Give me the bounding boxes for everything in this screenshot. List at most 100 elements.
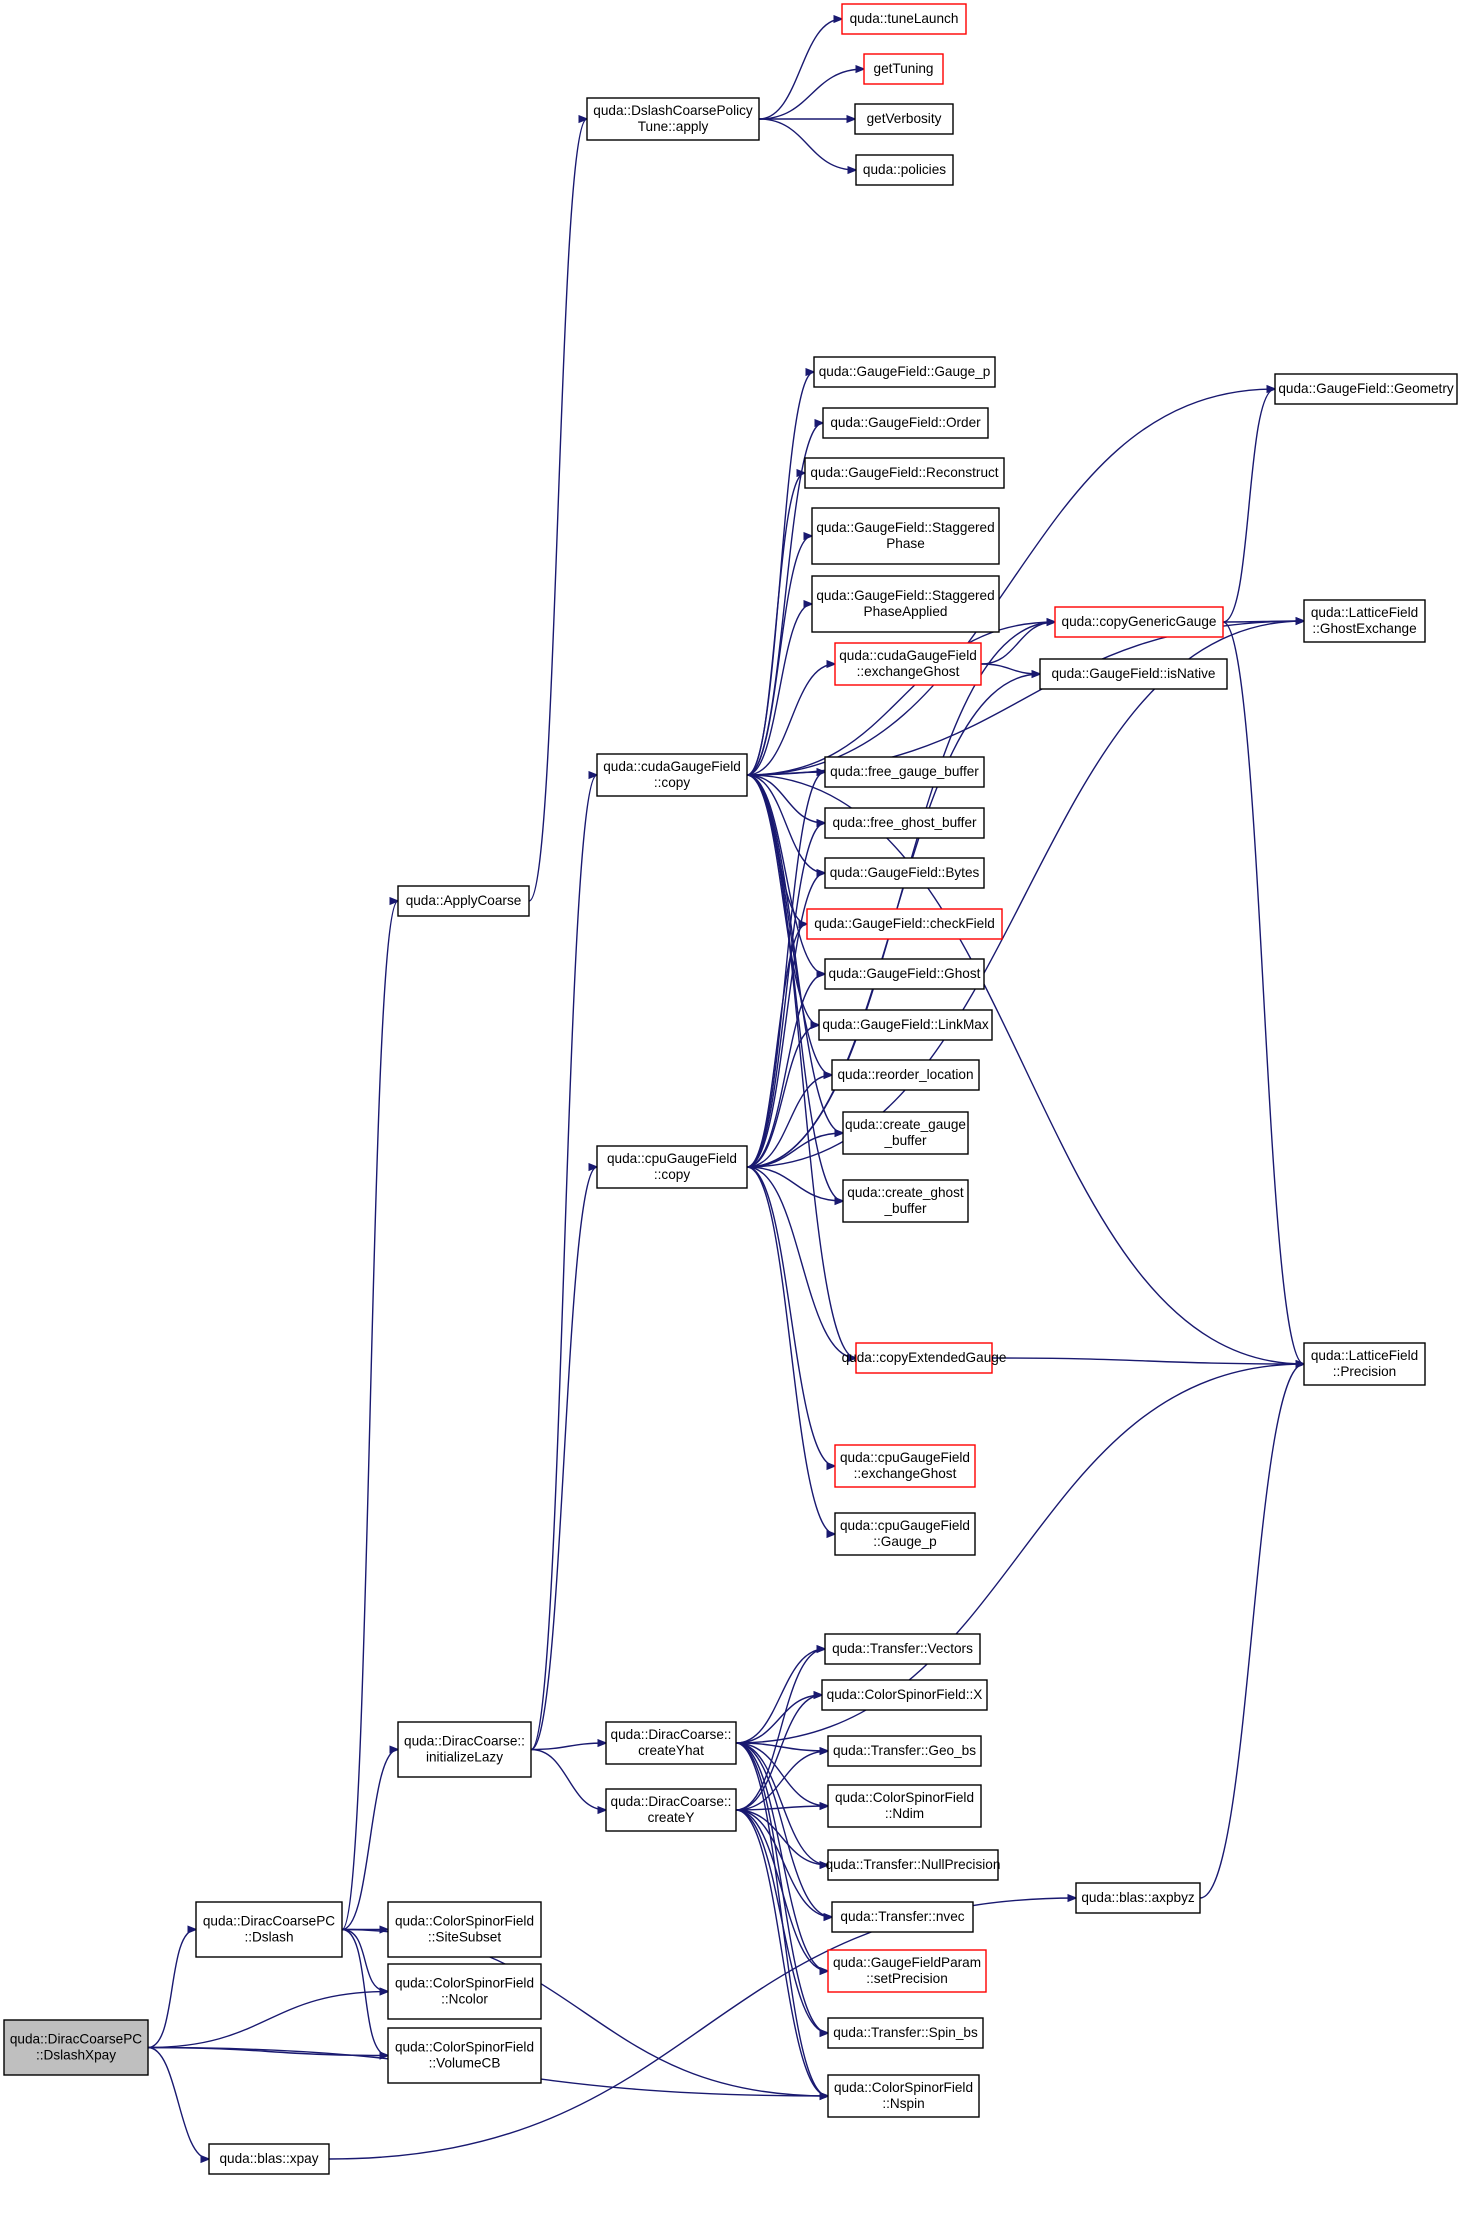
node-freegauge[interactable]: quda::free_gauge_buffer [824, 756, 985, 788]
node-label: quda::ColorSpinorField [395, 1914, 534, 1929]
node-volumecb[interactable]: quda::ColorSpinorField::VolumeCB [387, 2027, 542, 2084]
node-label: quda::cudaGaugeField [603, 759, 741, 774]
node-dslash[interactable]: quda::DiracCoarsePC::Dslash [195, 1901, 343, 1958]
node-label: quda::Transfer::Geo_bs [833, 1743, 976, 1758]
node-axpbyz[interactable]: quda::blas::axpbyz [1075, 1882, 1201, 1914]
node-box [824, 1633, 981, 1665]
node-box [813, 356, 996, 388]
edge-cudacopy-to-ghost [746, 774, 825, 974]
node-cpucopy[interactable]: quda::cpuGaugeField::copy [596, 1145, 748, 1189]
node-cpugauge_p[interactable]: quda::cpuGaugeField::Gauge_p [834, 1512, 976, 1556]
edge-cpucopy-to-cpuexchange [746, 1166, 835, 1466]
edge-createy-to-vectors [735, 1649, 825, 1811]
edge-initlazy-to-cudacopy [530, 775, 598, 1751]
node-linkmax[interactable]: quda::GaugeField::LinkMax [818, 1009, 993, 1041]
node-label: ::SiteSubset [428, 1930, 502, 1945]
node-cudaexchange[interactable]: quda::cudaGaugeField::exchangeGhost [834, 642, 982, 686]
node-box [821, 1679, 988, 1711]
edge-axpbyz-to-precision [1199, 1364, 1304, 1899]
node-label: Phase [886, 536, 925, 551]
node-applycoarse[interactable]: quda::ApplyCoarse [397, 885, 530, 917]
node-box [827, 1849, 999, 1881]
node-box [831, 1901, 974, 1933]
edge-createy-to-csfx [735, 1695, 822, 1811]
node-creategauge[interactable]: quda::create_gauge_buffer [842, 1111, 969, 1155]
node-box [841, 3, 967, 35]
node-label: quda::blas::xpay [220, 2151, 319, 2166]
node-label: quda::GaugeField::Ghost [829, 966, 981, 981]
node-gettuning[interactable]: getTuning [863, 53, 944, 85]
node-sitesubset[interactable]: quda::ColorSpinorField::SiteSubset [387, 1901, 542, 1958]
node-reorder[interactable]: quda::reorder_location [831, 1059, 980, 1091]
edge-cudacopy-to-bytes [746, 774, 825, 873]
node-nullprec[interactable]: quda::Transfer::NullPrecision [826, 1849, 1001, 1881]
node-label: quda::DiracCoarsePC [10, 2032, 142, 2047]
edge-cpucopy-to-freegauge [746, 772, 825, 1168]
node-createyhat[interactable]: quda::DiracCoarse::createYhat [605, 1721, 737, 1765]
node-reconstruct[interactable]: quda::GaugeField::Reconstruct [804, 457, 1005, 489]
node-xpay[interactable]: quda::blas::xpay [208, 2143, 330, 2175]
node-label: quda::LatticeField [1311, 1348, 1418, 1363]
node-freeghost[interactable]: quda::free_ghost_buffer [824, 807, 985, 839]
node-box [397, 885, 530, 917]
edge-cudacopy-to-reconstruct [746, 473, 805, 776]
node-box [605, 1788, 737, 1832]
node-createghost[interactable]: quda::create_ghost_buffer [842, 1179, 969, 1223]
node-nspin[interactable]: quda::ColorSpinorField::Nspin [827, 2074, 980, 2118]
node-ndim[interactable]: quda::ColorSpinorField::Ndim [827, 1784, 982, 1828]
edge-applycoarse-to-policytune [528, 119, 588, 902]
node-bytes[interactable]: quda::GaugeField::Bytes [824, 857, 985, 889]
edge-initlazy-to-createyhat [530, 1743, 606, 1751]
node-order[interactable]: quda::GaugeField::Order [822, 407, 989, 439]
node-ghost[interactable]: quda::GaugeField::Ghost [824, 958, 985, 990]
edge-copygeneric-to-geometry [1222, 389, 1275, 623]
node-dslashxpay[interactable]: quda::DiracCoarsePC::DslashXpay [3, 2019, 149, 2076]
edge-dslashxpay-to-volumecb [147, 2046, 388, 2056]
node-label: quda::DslashCoarsePolicy [593, 103, 753, 118]
node-label: ::setPrecision [866, 1971, 948, 1986]
node-box [827, 2017, 984, 2049]
node-label: quda::free_ghost_buffer [832, 815, 977, 830]
node-label: quda::ColorSpinorField [835, 1790, 974, 1805]
node-copyextended[interactable]: quda::copyExtendedGauge [842, 1342, 1007, 1374]
node-getverbosity[interactable]: getVerbosity [854, 103, 954, 135]
node-label: quda::LatticeField [1311, 605, 1418, 620]
node-ncolor[interactable]: quda::ColorSpinorField::Ncolor [387, 1963, 542, 2020]
edge-createyhat-to-setprecision [735, 1742, 828, 1971]
node-label: _buffer [883, 1133, 927, 1148]
node-geobs[interactable]: quda::Transfer::Geo_bs [827, 1735, 982, 1767]
node-geometry[interactable]: quda::GaugeField::Geometry [1274, 373, 1458, 405]
node-label: ::Gauge_p [873, 1534, 937, 1549]
node-initlazy[interactable]: quda::DiracCoarse::initializeLazy [397, 1721, 532, 1778]
edge-createy-to-nvec [735, 1809, 832, 1917]
node-cpuexchange[interactable]: quda::cpuGaugeField::exchangeGhost [834, 1444, 976, 1488]
node-checkfield[interactable]: quda::GaugeField::checkField [806, 908, 1003, 940]
node-precision[interactable]: quda::LatticeField::Precision [1303, 1342, 1426, 1386]
edge-createy-to-nspin [735, 1809, 828, 2096]
node-nvec[interactable]: quda::Transfer::nvec [831, 1901, 974, 1933]
node-box [855, 1342, 993, 1374]
node-isnative[interactable]: quda::GaugeField::isNative [1039, 658, 1228, 690]
node-label: ::VolumeCB [429, 2056, 501, 2071]
node-gauge_p[interactable]: quda::GaugeField::Gauge_p [813, 356, 996, 388]
node-createy[interactable]: quda::DiracCoarse::createY [605, 1788, 737, 1832]
node-ghostexchange[interactable]: quda::LatticeField::GhostExchange [1303, 599, 1426, 643]
edge-cpucopy-to-ghost [746, 974, 825, 1168]
node-vectors[interactable]: quda::Transfer::Vectors [824, 1633, 981, 1665]
node-label: quda::DiracCoarsePC [203, 1914, 335, 1929]
node-spinbs[interactable]: quda::Transfer::Spin_bs [827, 2017, 984, 2049]
node-setprecision[interactable]: quda::GaugeFieldParam::setPrecision [827, 1949, 987, 1993]
node-copygeneric[interactable]: quda::copyGenericGauge [1054, 606, 1224, 638]
node-policies[interactable]: quda::policies [855, 154, 954, 186]
node-label: quda::ApplyCoarse [406, 893, 522, 908]
node-csfx[interactable]: quda::ColorSpinorField::X [821, 1679, 988, 1711]
edge-cpucopy-to-checkfield [746, 924, 807, 1168]
node-box [1274, 373, 1458, 405]
node-cudacopy[interactable]: quda::cudaGaugeField::copy [596, 753, 748, 797]
node-label: quda::ColorSpinorField [395, 2040, 534, 2055]
edge-dslash-to-ncolor [341, 1928, 388, 1992]
node-tunelaunch[interactable]: quda::tuneLaunch [841, 3, 967, 35]
